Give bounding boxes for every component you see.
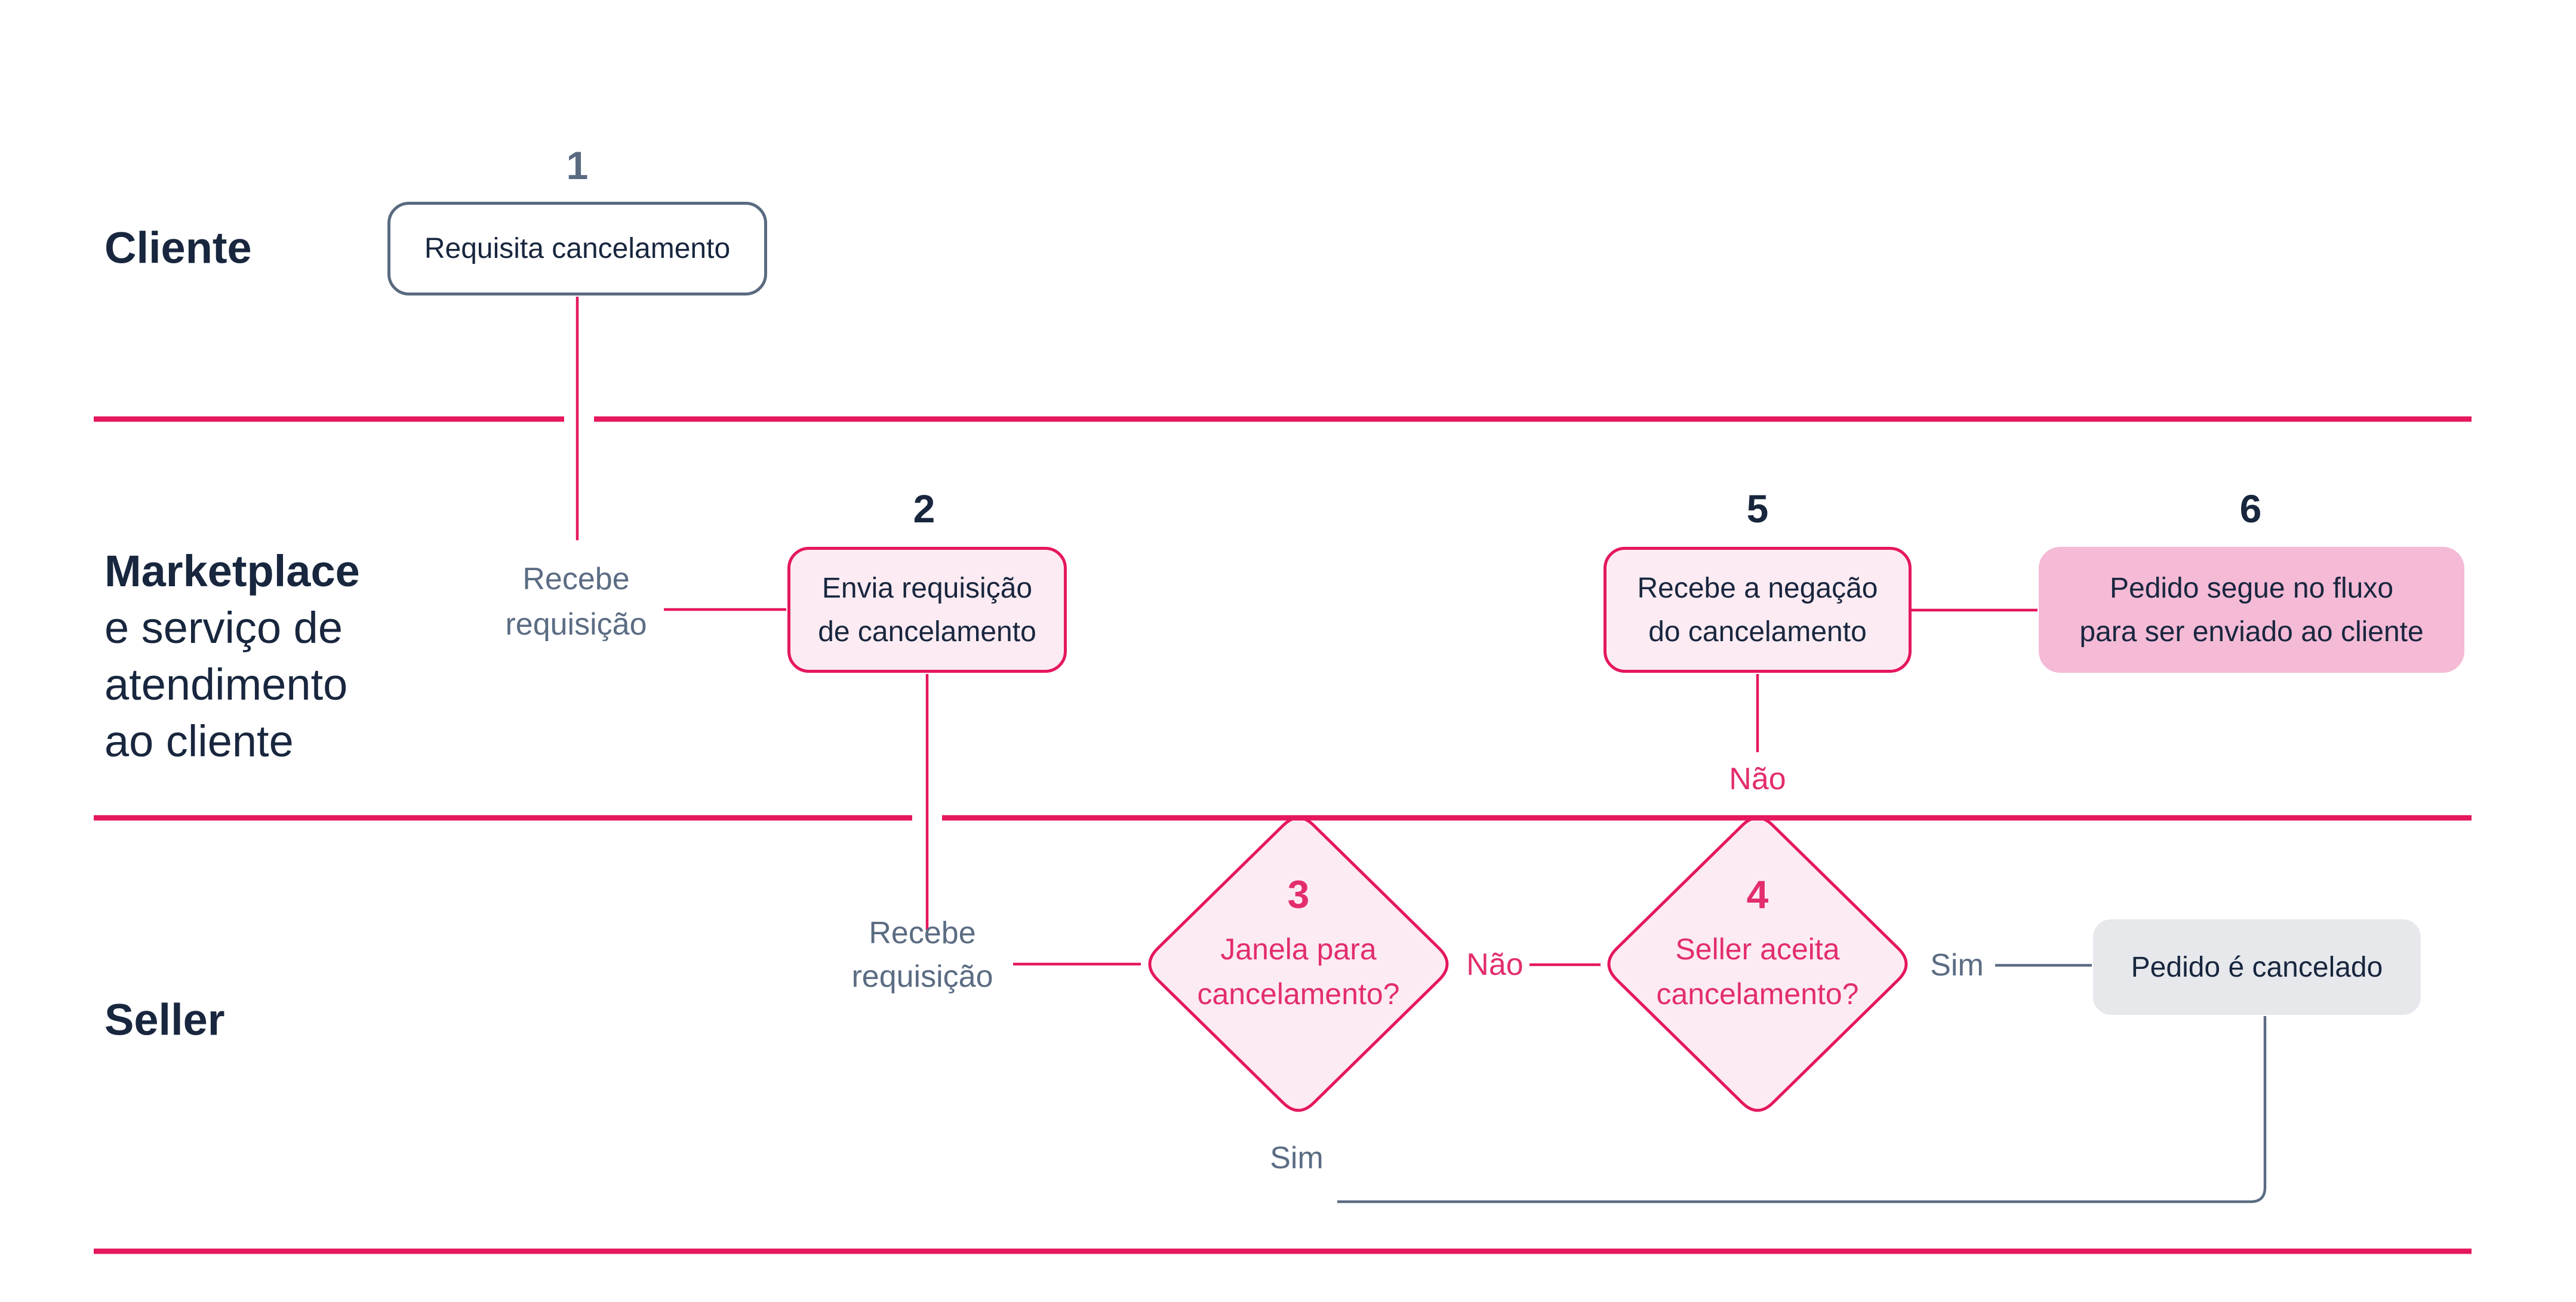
- step-4-question-line2: cancelamento?: [1656, 977, 1859, 1011]
- seller-receive-label-line2: requisição: [851, 959, 993, 994]
- step-6-label-line1: Pedido segue no fluxo: [2109, 572, 2394, 604]
- lane-title-marketplace-line4: ao cliente: [104, 716, 294, 766]
- seller-receive-label: Recebe requisição: [851, 912, 993, 999]
- edge-label-sim-below-diamond3: Sim: [1270, 1141, 1324, 1175]
- step-5-number: 5: [1746, 487, 1769, 531]
- edge-label-sim-to-cancelled: Sim: [1930, 948, 1984, 983]
- step-6-label-line2: para ser enviado ao cliente: [2079, 615, 2424, 648]
- lane-title-marketplace-line2: e serviço de: [104, 603, 343, 652]
- step-3-number: 3: [1287, 872, 1310, 916]
- lane-title-cliente: Cliente: [104, 223, 252, 273]
- step-5-box: Recebe a negação do cancelamento: [1604, 547, 1912, 673]
- step-1-box: Requisita cancelamento: [387, 202, 767, 296]
- step-3-question: Janela para cancelamento?: [1197, 927, 1399, 1017]
- edge-label-nao-between-diamonds: Não: [1466, 947, 1524, 982]
- step-4-question-line1: Seller aceita: [1675, 932, 1840, 966]
- marketplace-receive-label-line1: Recebe: [522, 562, 630, 596]
- step-5-label-line2: do cancelamento: [1648, 615, 1867, 648]
- step-6-box: Pedido segue no fluxo para ser enviado a…: [2039, 547, 2464, 673]
- lane-title-marketplace-line1: Marketplace: [104, 546, 360, 596]
- step-2-box: Envia requisição de cancelamento: [787, 547, 1067, 673]
- marketplace-receive-label: Recebe requisição: [505, 556, 647, 647]
- step-6-number: 6: [2239, 487, 2262, 531]
- step-2-number: 2: [913, 487, 935, 531]
- lane-title-marketplace: Marketplace e serviço de atendimento ao …: [104, 543, 360, 769]
- step-3-question-line1: Janela para: [1220, 932, 1377, 966]
- step-4-question: Seller aceita cancelamento?: [1656, 927, 1858, 1017]
- step-4-number: 4: [1746, 872, 1769, 916]
- step-2-label-line2: de cancelamento: [818, 615, 1036, 648]
- step-2-label-line1: Envia requisição: [821, 572, 1033, 604]
- cancelled-box-label: Pedido é cancelado: [2131, 951, 2383, 983]
- marketplace-receive-label-line2: requisição: [505, 607, 647, 642]
- edge-label-nao-to-step5: Não: [1729, 762, 1786, 796]
- connector-sim-return-path: [1337, 1016, 2267, 1203]
- cancelled-box: Pedido é cancelado: [2093, 919, 2421, 1015]
- step-5-label-line1: Recebe a negação: [1637, 572, 1878, 604]
- lane-title-marketplace-line3: atendimento: [104, 660, 348, 709]
- step-3-question-line2: cancelamento?: [1197, 977, 1400, 1011]
- step-1-label: Requisita cancelamento: [424, 233, 731, 264]
- step-1-number: 1: [566, 143, 589, 187]
- lane-title-seller: Seller: [104, 995, 225, 1045]
- seller-receive-label-line1: Recebe: [869, 916, 976, 950]
